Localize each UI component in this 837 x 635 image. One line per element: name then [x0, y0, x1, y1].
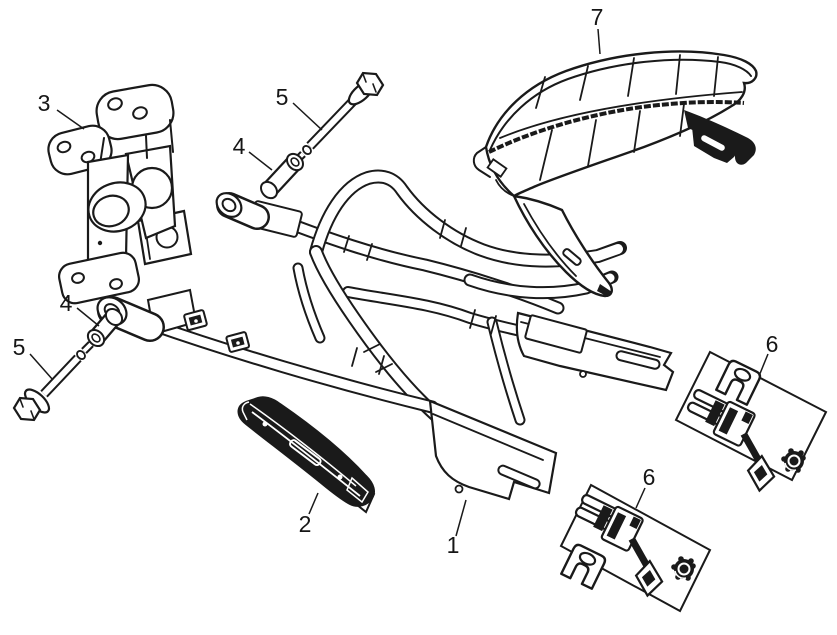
callout-label-7: 7 — [591, 4, 604, 30]
callout-label-2: 2 — [299, 511, 312, 537]
fender-mount-arm — [684, 110, 756, 165]
callout-label-4-upper: 4 — [233, 133, 246, 159]
bolt-hex-head — [12, 396, 42, 422]
callout-label-3: 3 — [38, 90, 51, 116]
part-3-mount-bracket — [47, 83, 177, 305]
bolt-upper — [293, 71, 385, 164]
rear-lower-plate — [428, 399, 558, 501]
spacer-upper — [260, 152, 304, 200]
weld-sleeve-marks — [343, 219, 497, 375]
upper-mount-boss — [215, 192, 270, 230]
callout-label-1: 1 — [447, 532, 460, 558]
fender-body — [484, 50, 758, 198]
bolt-lower — [12, 341, 94, 422]
bolt-hex-head — [355, 71, 385, 97]
callout-label-6-lower: 6 — [643, 464, 656, 490]
callout-label-5-upper: 5 — [276, 84, 289, 110]
callout-label-4-lower: 4 — [60, 290, 73, 316]
spacer-lower — [86, 307, 124, 348]
part-1-subframe — [96, 169, 675, 501]
cable-clamp — [225, 331, 251, 353]
rear-upper-plate — [515, 311, 675, 392]
fitting-kit-box-lower — [557, 483, 712, 613]
part-7-rear-fender — [472, 50, 758, 298]
fitting-kit-box-upper — [669, 350, 828, 494]
callout-label-6-upper: 6 — [766, 331, 779, 357]
callout-leader-lines — [29, 28, 769, 537]
cable-clamp — [183, 309, 208, 331]
part-2-reinforcement-rail — [237, 396, 376, 514]
callout-label-5-lower: 5 — [13, 334, 26, 360]
bracket-foot — [58, 251, 140, 305]
